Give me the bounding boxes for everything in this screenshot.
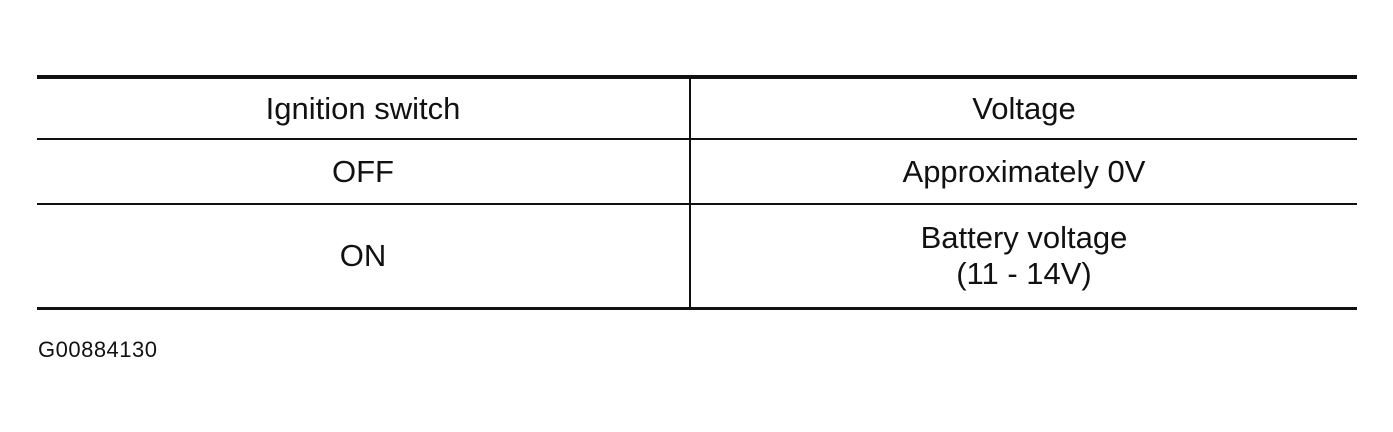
table-header-row: Ignition switch Voltage [37, 75, 1357, 140]
table-row: ON Battery voltage (11 - 14V) [37, 204, 1357, 310]
table-row: OFF Approximately 0V [37, 139, 1357, 205]
voltage-text: Battery voltage [920, 219, 1128, 255]
voltage-range-text: (11 - 14V) [956, 255, 1092, 291]
ignition-switch-cell: OFF [37, 139, 691, 205]
voltage-text: Approximately 0V [902, 153, 1146, 189]
voltage-cell: Battery voltage (11 - 14V) [690, 204, 1357, 310]
ignition-voltage-table: Ignition switch Voltage OFF Approximatel… [37, 75, 1357, 310]
header-voltage: Voltage [690, 75, 1357, 140]
ignition-switch-cell: ON [37, 204, 691, 310]
figure-id: G00884130 [38, 337, 158, 362]
header-ignition-switch: Ignition switch [37, 75, 691, 140]
voltage-cell: Approximately 0V [690, 139, 1357, 205]
